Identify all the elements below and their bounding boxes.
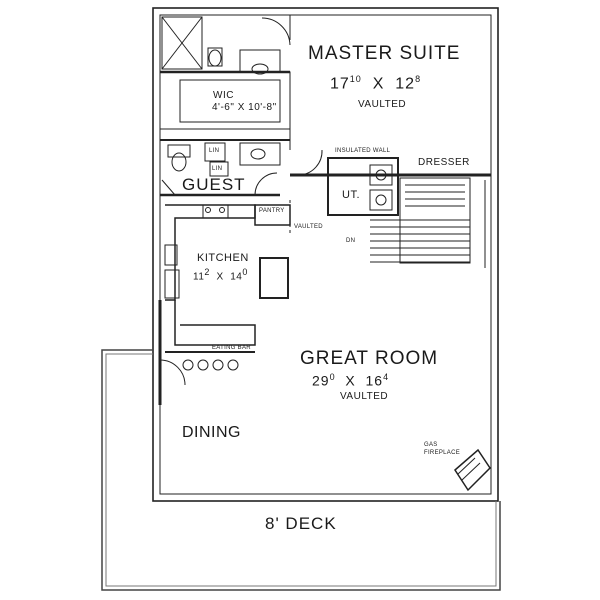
vanity-master [239,49,281,73]
dryer-drum [375,194,387,206]
linen-closet-1 [204,142,226,162]
wic-size: 4'-6" X 10'-8" [212,102,277,113]
bar-stools [182,359,239,371]
kitchen-label: KITCHEN [197,252,249,264]
fireplace-hearth [457,457,476,475]
stair-treads [370,184,470,263]
down-label: DN [346,238,356,244]
great-room-dimensions: 290 X 164 [312,373,389,388]
great-room-length-ft: 16 [365,372,384,389]
shower [161,16,203,70]
kitchen-width-ft: 11 [193,271,205,283]
sink-master [251,63,269,75]
gas-fireplace [454,448,491,492]
vanity-guest [239,142,281,166]
utility-room [327,157,399,216]
angled-wall [161,179,176,196]
door-swing-bath [261,17,291,46]
great-room-width-in: 0 [329,372,336,382]
great-room-label: GREAT ROOM [300,348,439,369]
master-suite-vaulted: VAULTED [358,99,407,110]
deck-label: 8' DECK [265,514,337,533]
master-suite-width-in: 10 [349,74,362,84]
eating-bar-label: EATING BAR [212,345,251,351]
burner-2 [219,207,225,213]
shower-diag-2 [161,16,203,70]
toilet-guest-bowl [171,152,187,172]
door-swing-dining [159,359,186,386]
master-suite-width-ft: 17 [330,75,350,93]
vaulted-small-label: VAULTED [294,224,323,230]
washer [369,164,393,186]
exterior-wall-inner [159,14,492,495]
wic-label: WIC [213,90,234,101]
master-suite-length-in: 8 [415,74,422,84]
dryer [369,189,393,211]
kitchen-length-in: 0 [242,267,248,277]
kitchen-island [259,257,289,299]
fireplace-label-2: FIREPLACE [424,450,461,456]
dresser-label: DRESSER [418,157,470,168]
pantry-label: PANTRY [259,208,285,214]
linen-closet-2 [209,161,229,177]
great-room-length-in: 4 [383,372,390,382]
great-room-x: X [345,372,356,389]
eating-bar [174,300,256,346]
linen-label-2: LIN [212,166,223,172]
linen-label-1: LIN [209,148,220,154]
kitchen-width-in: 2 [204,267,210,277]
door-swing-ut [299,149,323,176]
sink-guest [250,148,266,160]
range [202,204,229,219]
fireplace-hearth-2 [461,462,481,481]
deck-outline [101,349,501,591]
wic-closet [159,71,291,130]
dining-label: DINING [182,424,241,441]
kitchen-length-ft: 14 [230,271,243,283]
wic-shelf [179,79,281,123]
utility-label: UT. [342,189,360,201]
kitchen-dimensions: 112 X 140 [193,268,248,282]
kitchen-sink [164,269,180,299]
insulated-wall-label: INSULATED WALL [335,148,391,154]
master-suite-length-ft: 12 [395,75,416,93]
washer-drum [375,169,387,181]
deck-outline-inner [105,353,497,587]
toilet-master-bowl [208,49,222,67]
exterior-wall-outer [152,7,499,502]
fireplace-label-1: GAS [424,442,438,448]
fridge [164,244,178,266]
toilet-guest [167,144,191,158]
master-suite-label: MASTER SUITE [308,43,461,64]
great-room-vaulted: VAULTED [340,391,389,402]
guest-label: GUEST [182,175,246,194]
door-swing-guest [254,172,278,196]
master-suite-x: X [372,75,385,93]
kitchen-x: X [216,271,224,283]
burner-1 [205,207,211,213]
great-room-width-ft: 29 [312,372,330,389]
master-suite-dimensions: 1710 X 128 [330,75,421,92]
